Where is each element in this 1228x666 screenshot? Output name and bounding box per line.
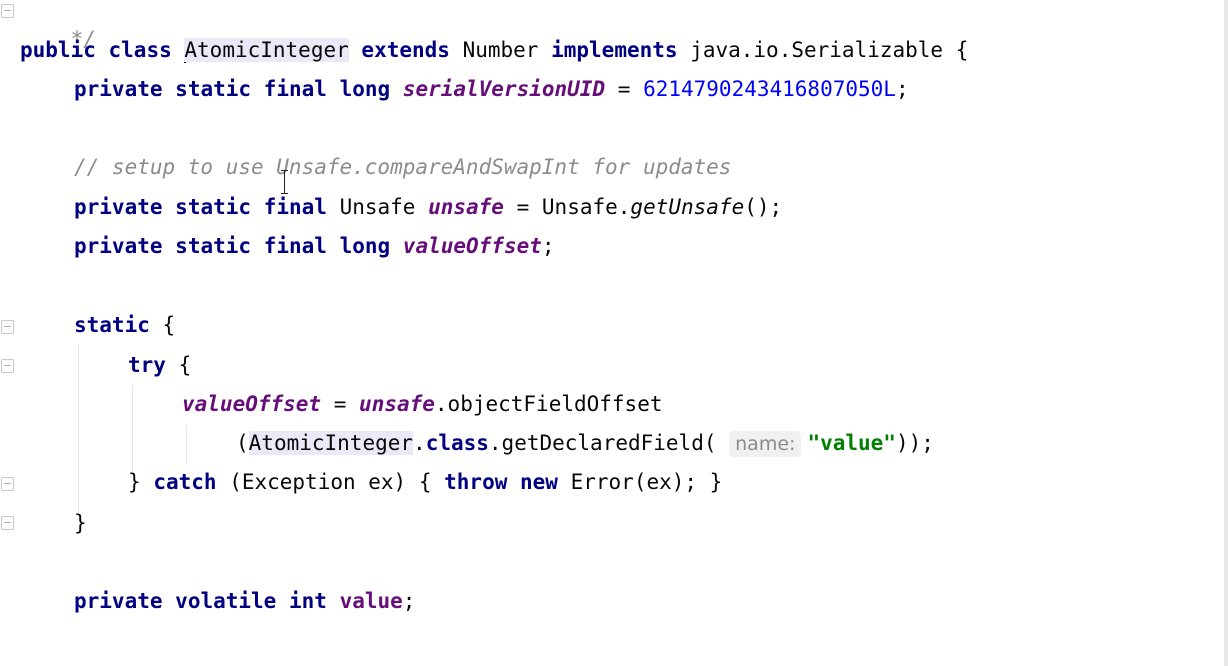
keyword-token: implements bbox=[551, 38, 678, 62]
keyword-token: class bbox=[108, 38, 172, 62]
keyword-token: try bbox=[128, 353, 166, 377]
semicolon-token: ; bbox=[895, 77, 909, 101]
type-token[interactable]: Number bbox=[462, 38, 539, 62]
code-line[interactable]: static { bbox=[74, 310, 175, 340]
string-token: "value" bbox=[807, 431, 896, 455]
brace-token: } bbox=[74, 511, 87, 535]
operator-token: = bbox=[333, 392, 347, 416]
constructor-call[interactable]: Error(ex); } bbox=[570, 470, 723, 494]
fold-marker-icon[interactable] bbox=[1, 477, 14, 491]
fold-marker-icon[interactable] bbox=[1, 4, 14, 18]
brace-token: } bbox=[128, 470, 141, 494]
fold-marker-icon[interactable] bbox=[1, 516, 14, 530]
keyword-token: int bbox=[288, 589, 327, 613]
brace-token: { bbox=[162, 313, 176, 337]
code-line[interactable]: valueOffset = unsafe.objectFieldOffset bbox=[182, 389, 662, 419]
keyword-token: long bbox=[339, 234, 391, 258]
indent-guide bbox=[132, 385, 133, 475]
keyword-token: public bbox=[20, 38, 96, 62]
keyword-token: private bbox=[74, 589, 163, 613]
text-cursor-icon bbox=[281, 170, 289, 194]
method-token[interactable]: getUnsafe bbox=[630, 195, 745, 219]
punctuation-token: ( bbox=[236, 431, 249, 455]
editor-scrollbar-track[interactable] bbox=[1224, 0, 1228, 666]
code-line[interactable]: } bbox=[74, 508, 87, 538]
class-name-token[interactable]: AtomicInteger bbox=[248, 431, 414, 455]
code-line[interactable]: } catch (Exception ex) { throw new Error… bbox=[128, 467, 722, 497]
keyword-token: static bbox=[175, 77, 252, 101]
code-line[interactable]: public class AtomicInteger extends Numbe… bbox=[20, 35, 968, 65]
constant-token[interactable]: unsafe bbox=[428, 195, 504, 219]
keyword-token: final bbox=[263, 195, 327, 219]
code-line[interactable]: private static final Unsafe unsafe = Uns… bbox=[74, 192, 782, 222]
number-token: 6214790243416807050L bbox=[643, 77, 896, 101]
method-token[interactable]: .getDeclaredField( bbox=[488, 431, 717, 455]
brace-token: { bbox=[178, 353, 192, 377]
keyword-token: catch bbox=[153, 470, 217, 494]
operator-token: = bbox=[516, 195, 530, 219]
method-token[interactable]: .objectFieldOffset bbox=[434, 392, 663, 416]
code-line[interactable]: */ bbox=[20, 0, 96, 51]
comment-token: */ bbox=[70, 27, 96, 51]
punctuation-token: )); bbox=[895, 431, 934, 455]
operator-token: = bbox=[617, 77, 631, 101]
type-token[interactable]: java.io.Serializable bbox=[690, 38, 944, 62]
type-token[interactable]: Unsafe. bbox=[541, 195, 631, 219]
keyword-token: extends bbox=[361, 38, 450, 62]
constant-token[interactable]: valueOffset bbox=[182, 392, 322, 416]
punctuation-token: . bbox=[413, 431, 426, 455]
keyword-token: volatile bbox=[175, 589, 277, 613]
field-token[interactable]: value bbox=[339, 589, 403, 613]
keyword-token: final bbox=[263, 234, 327, 258]
keyword-token: class bbox=[425, 431, 489, 455]
code-line[interactable]: // setup to use Unsafe.compareAndSwapInt… bbox=[74, 152, 731, 182]
constant-token[interactable]: serialVersionUID bbox=[402, 77, 606, 101]
keyword-token: static bbox=[74, 313, 150, 337]
code-line[interactable]: private static final long valueOffset; bbox=[74, 231, 555, 261]
code-line[interactable]: private static final long serialVersionU… bbox=[74, 74, 909, 104]
keyword-token: private bbox=[74, 77, 163, 101]
keyword-token: static bbox=[175, 234, 252, 258]
keyword-token: final bbox=[263, 77, 327, 101]
code-line[interactable]: private volatile int value; bbox=[74, 586, 415, 616]
indent-guide bbox=[186, 425, 187, 465]
brace-token: { bbox=[955, 38, 969, 62]
semicolon-token: ; bbox=[402, 589, 416, 613]
parameter-list: (Exception ex) { bbox=[229, 470, 432, 494]
keyword-token: long bbox=[339, 77, 391, 101]
code-line[interactable]: try { bbox=[128, 350, 191, 380]
parameter-hint: name: bbox=[729, 431, 802, 457]
keyword-token: new bbox=[520, 470, 558, 494]
fold-marker-icon[interactable] bbox=[1, 320, 14, 334]
keyword-token: static bbox=[175, 195, 252, 219]
type-token[interactable]: Unsafe bbox=[339, 195, 416, 219]
keyword-token: throw bbox=[444, 470, 508, 494]
fold-marker-icon[interactable] bbox=[1, 359, 14, 373]
class-name-token[interactable]: AtomicInteger bbox=[184, 38, 349, 62]
code-line[interactable]: (AtomicInteger.class.getDeclaredField( n… bbox=[236, 428, 934, 458]
comment-token: // setup to use Unsafe.compareAndSwapInt… bbox=[74, 155, 732, 179]
indent-guide bbox=[78, 345, 79, 513]
keyword-token: private bbox=[74, 195, 163, 219]
constant-token[interactable]: unsafe bbox=[359, 392, 435, 416]
punctuation-token: (); bbox=[744, 195, 783, 219]
semicolon-token: ; bbox=[541, 234, 555, 258]
constant-token[interactable]: valueOffset bbox=[402, 234, 542, 258]
keyword-token: private bbox=[74, 234, 163, 258]
